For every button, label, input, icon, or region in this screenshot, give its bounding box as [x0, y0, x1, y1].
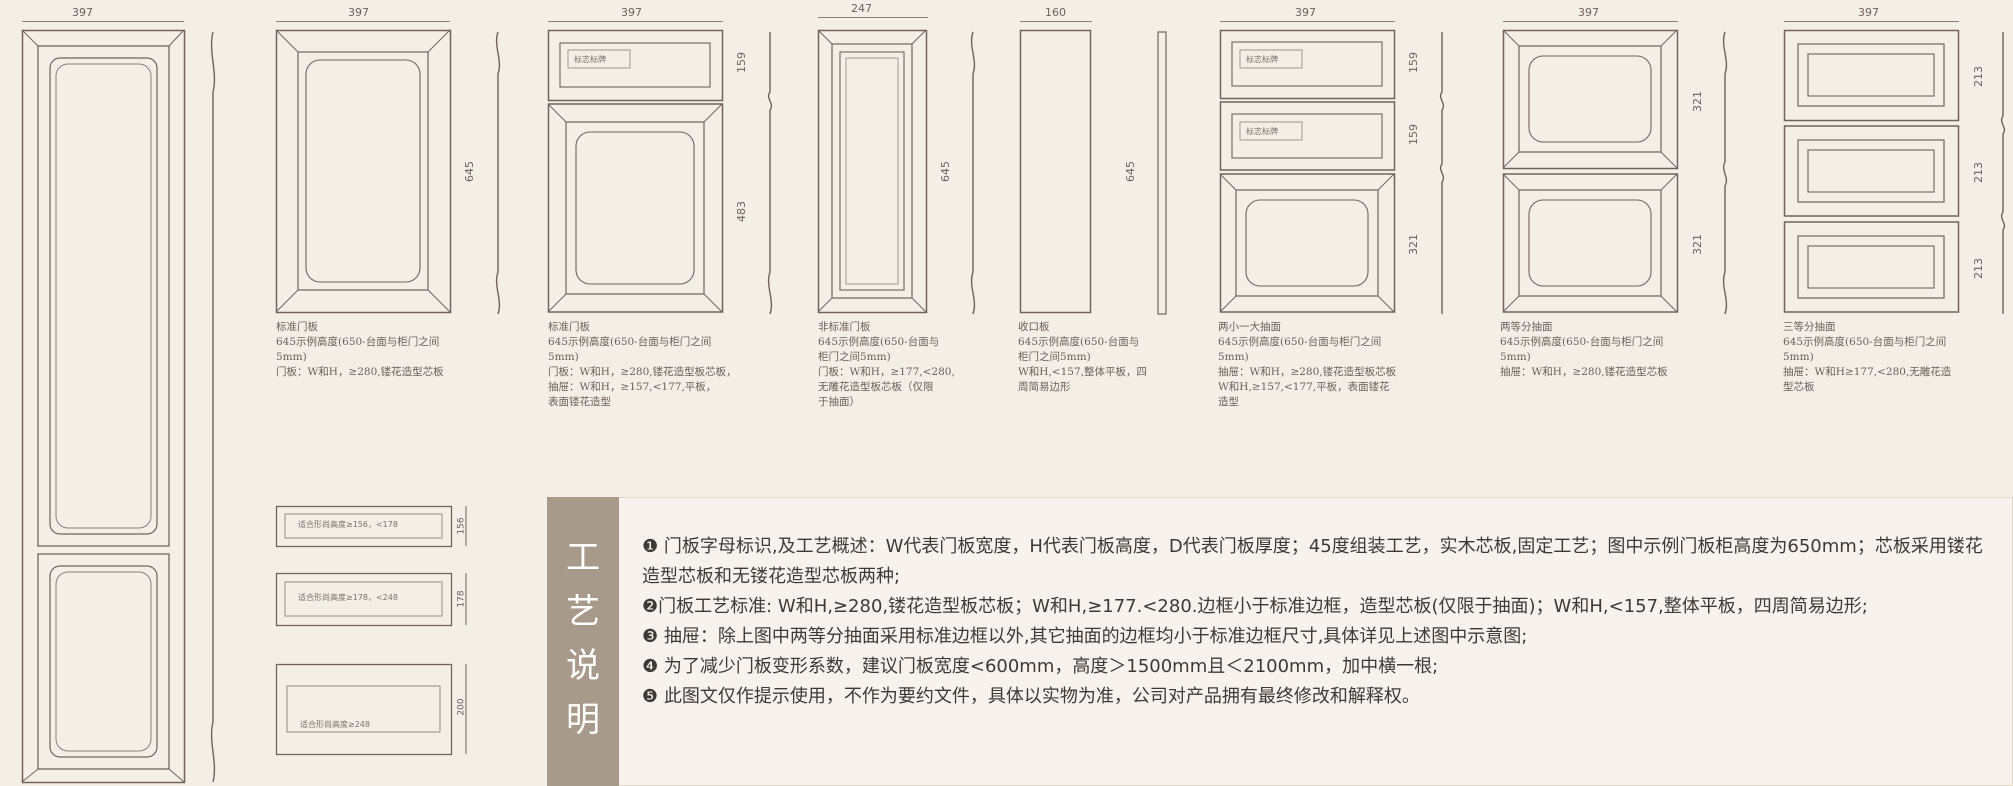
dim-width-3: 397: [621, 6, 642, 19]
dim-drawer-8c: 213: [1972, 258, 1985, 279]
caption-two-equal: 两等分抽面 645示例高度(650-台面与柜门之间 5mm) 抽屉：W和H，≥2…: [1500, 321, 1668, 378]
dim-line: [276, 21, 450, 22]
dim-drawer-6c: 321: [1407, 234, 1420, 255]
svg-text:标志标牌: 标志标牌: [1246, 126, 1278, 136]
door-2-profile: [495, 31, 501, 315]
craft-notes-list: ❶ 门板字母标识,及工艺概述：W代表门板宽度，H代表门板高度，D代表门板厚度；4…: [642, 532, 1997, 712]
small-drawer-3-dim: 200: [456, 698, 467, 716]
small-drawer-1: [275, 505, 467, 548]
dim-line: [1220, 21, 1395, 22]
dim-drawer-7b: 321: [1691, 234, 1704, 255]
dim-width-5: 160: [1045, 6, 1066, 19]
title-char: 明: [566, 700, 600, 740]
title-char: 说: [566, 646, 600, 686]
door-5-profile: [1157, 31, 1167, 315]
dim-drawer-6b: 159: [1407, 124, 1420, 145]
tall-door-profile: [210, 31, 216, 783]
dim-height-5: 645: [1124, 161, 1137, 182]
door-3-drawing: 标志标牌: [547, 29, 724, 313]
door-3-profile: [767, 32, 773, 315]
small-drawer-2-dim: 178: [456, 590, 467, 608]
caption-two-small-one-large: 两小一大抽面 645示例高度(650-台面与柜门之间 5mm) 抽屉：W和H，≥…: [1218, 321, 1397, 408]
note-item: ❸ 抽屉：除上图中两等分抽面采用标准边框以外,其它抽面的边框均小于标准边框尺寸,…: [642, 626, 1528, 647]
door-6-profile: [1439, 32, 1445, 314]
dim-drawer-8b: 213: [1972, 162, 1985, 183]
dim-width-7: 397: [1578, 6, 1599, 19]
caption-standard-door: 标准门板 645示例高度(650-台面与柜门之间 5mm) 门板：W和H，≥28…: [276, 321, 444, 378]
craft-notes-title: 工 艺 说 明: [547, 497, 619, 786]
door-7-drawing: [1502, 29, 1679, 313]
dim-line: [548, 21, 723, 22]
title-char: 艺: [566, 592, 600, 632]
door-4-profile: [970, 31, 976, 315]
dim-width-4: 247: [851, 2, 872, 15]
dim-drawer-8a: 213: [1972, 66, 1985, 87]
dim-line: [22, 21, 184, 22]
note-item: ❷门板工艺标准: W和H,≥280,镂花造型板芯板；W和H,≥177.<280.…: [642, 596, 1868, 617]
dim-width-2: 397: [348, 6, 369, 19]
door-2-drawing: [275, 29, 452, 314]
dim-line: [1503, 21, 1678, 22]
dim-line: [1020, 21, 1092, 22]
dim-height-2: 645: [463, 161, 476, 182]
caption-non-standard: 非标准门板 645示例高度(650-台面与 柜门之间5mm) 门板：W和H，≥1…: [818, 321, 955, 408]
small-drawer-3: [275, 663, 467, 756]
title-char: 工: [566, 538, 600, 578]
small-drawer-3-label: 适合形尚高度≥248: [300, 720, 370, 729]
dim-drawer-3: 159: [735, 52, 748, 73]
svg-text:标志标牌: 标志标牌: [574, 54, 606, 64]
tall-door-drawing: [21, 29, 186, 784]
dim-drawer-7a: 321: [1691, 91, 1704, 112]
dim-width-6: 397: [1295, 6, 1316, 19]
caption-door-drawer: 标准门板 645示例高度(650-台面与柜门之间 5mm) 门板：W和H，≥28…: [548, 321, 737, 408]
door-7-profile: [1722, 31, 1728, 315]
note-item: ❶ 门板字母标识,及工艺概述：W代表门板宽度，H代表门板高度，D代表门板厚度；4…: [642, 536, 1983, 587]
door-4-drawing: [817, 29, 928, 314]
note-item: ❺ 此图文仅作提示使用，不作为要约文件，具体以实物为准，公司对产品拥有最终修改和…: [642, 686, 1420, 707]
door-5-drawing: [1019, 29, 1092, 314]
small-drawer-2-label: 适合形尚高度≥178，<248: [298, 593, 398, 602]
craft-notes-panel: [547, 497, 2013, 786]
dim-line: [1784, 21, 1959, 22]
svg-text:标志标牌: 标志标牌: [1246, 54, 1278, 64]
caption-three-equal: 三等分抽面 645示例高度(650-台面与柜门之间 5mm) 抽屉：W和H≥17…: [1783, 321, 1952, 393]
dim-width-8: 397: [1858, 6, 1879, 19]
door-8-profile: [2000, 32, 2006, 314]
door-6-drawing: 标志标牌 标志标牌: [1219, 29, 1396, 313]
dim-door-3: 483: [735, 201, 748, 222]
door-8-drawing: [1783, 29, 1960, 313]
dim-line: [818, 17, 928, 18]
note-item: ❹ 为了减少门板变形系数，建议门板宽度<600mm，高度＞1500mm且＜210…: [642, 656, 1439, 677]
small-drawer-1-dim: 156: [456, 517, 467, 535]
dim-width-tall: 397: [72, 6, 93, 19]
dim-height-4: 645: [939, 161, 952, 182]
caption-finishing-board: 收口板 645示例高度(650-台面与 柜门之间5mm) W和H,<157,整体…: [1018, 321, 1147, 393]
small-drawer-2: [275, 572, 467, 627]
small-drawer-1-label: 适合形尚高度≥156，<178: [298, 520, 398, 529]
dim-drawer-6a: 159: [1407, 52, 1420, 73]
